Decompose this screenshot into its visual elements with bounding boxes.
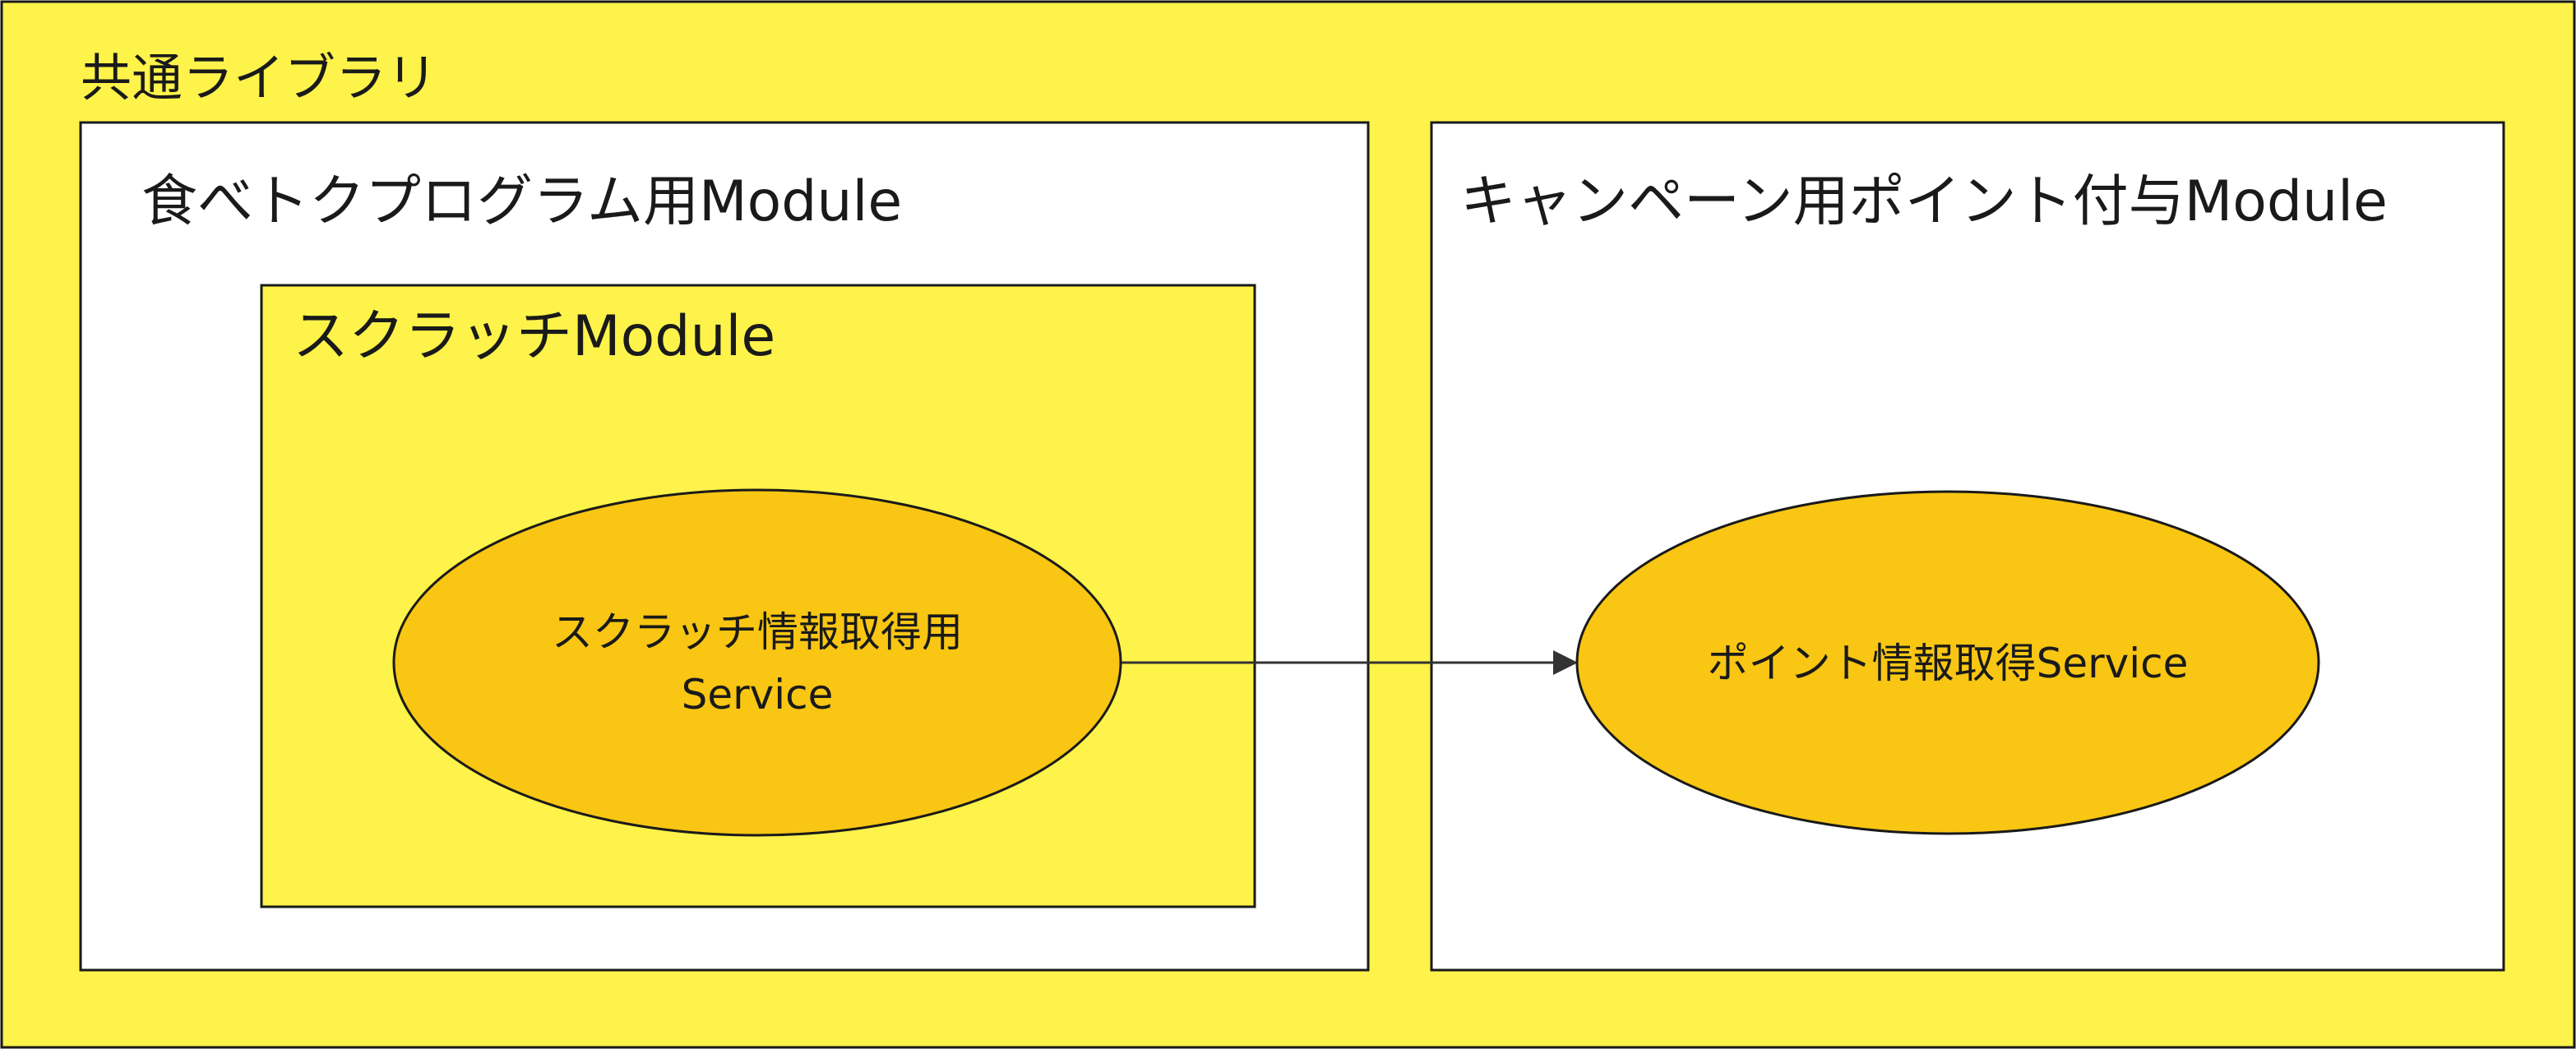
scratch-info-service-label-line1: スクラッチ情報取得用 — [552, 608, 963, 656]
point-info-service-node — [1575, 490, 2320, 835]
scratch-info-service-label-line2: Service — [682, 671, 834, 719]
tabetoku-module-title: 食べトクプログラム用Module — [141, 169, 902, 234]
scratch-info-service-node — [392, 488, 1122, 837]
scratch-module-title: スクラッチModule — [293, 304, 775, 369]
shared-library-title: 共通ライブラリ — [81, 48, 437, 108]
campaign-point-module-title: キャンペーン用ポイント付与Module — [1460, 169, 2388, 234]
point-info-service-label: ポイント情報取得Service — [1708, 640, 2189, 687]
